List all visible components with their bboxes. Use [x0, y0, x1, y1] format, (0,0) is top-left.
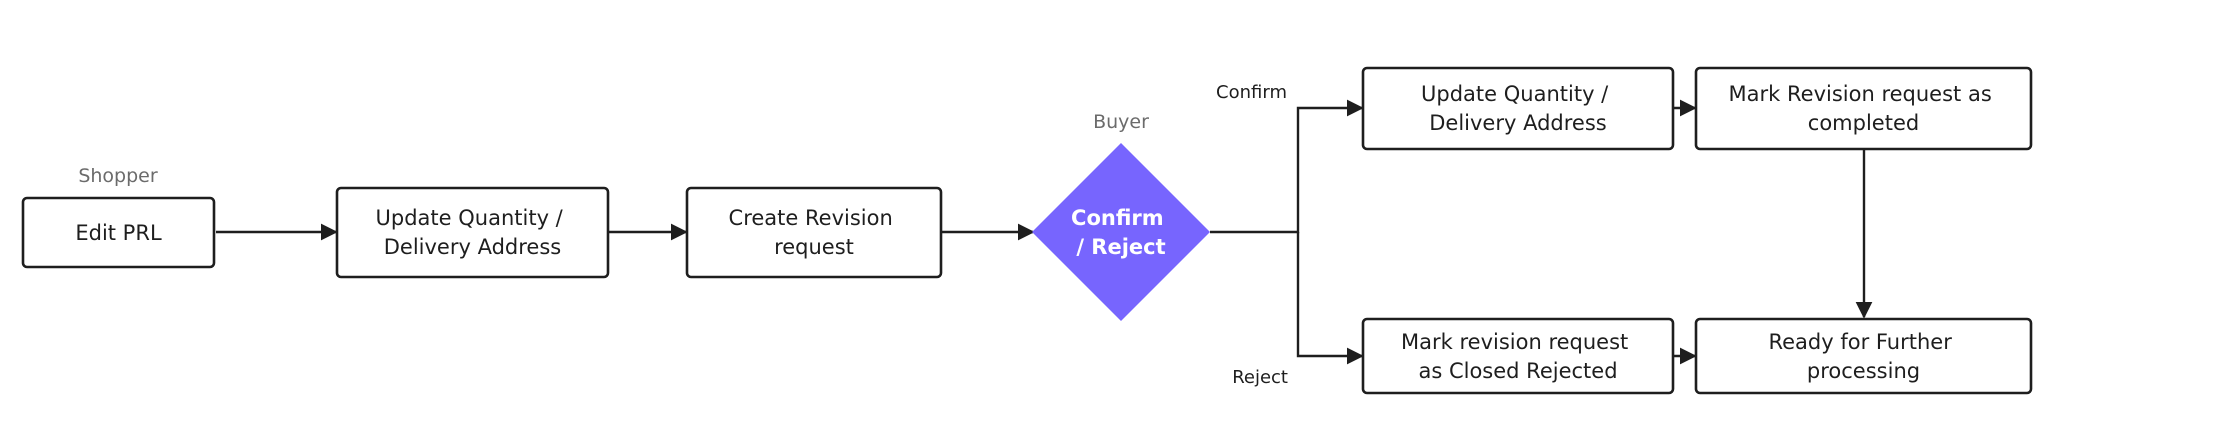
- actor-label-shopper: Shopper: [78, 165, 158, 187]
- svg-text:Create Revision request: Create Revision request: [729, 206, 900, 259]
- decision-confirm-reject: Confirm / Reject: [1032, 143, 1210, 321]
- svg-text:Update Quantity / Delive: Update Quantity / Delivery Address: [376, 206, 570, 259]
- svg-text:Confirm / Reject: Confirm / Reject: [1071, 206, 1171, 259]
- node-edit-prl: Edit PRL: [21, 196, 216, 269]
- node-mark-rejected-line-1: Mark revision request: [1401, 330, 1628, 354]
- decision-diamond-shape: [1032, 143, 1210, 321]
- svg-text:Ready for Further proces: Ready for Further processing: [1768, 330, 1958, 383]
- decision-label-line-1: Confirm: [1071, 206, 1164, 230]
- svg-text:Mark Revision request as: Mark Revision request as completed: [1729, 82, 1999, 135]
- node-update-quantity-1-line-2: Delivery Address: [384, 235, 561, 259]
- node-ready-line-1: Ready for Further: [1768, 330, 1952, 354]
- edge-decision-to-reject: [1296, 232, 1364, 365]
- node-create-revision: Create Revision request: [685, 186, 943, 279]
- node-ready-line-2: processing: [1807, 359, 1920, 383]
- node-update-quantity-2: Update Quantity / Delivery Address: [1361, 66, 1675, 151]
- decision-label-line-2: / Reject: [1076, 235, 1165, 259]
- node-update-quantity-1: Update Quantity / Delivery Address: [335, 186, 610, 279]
- node-update-quantity-1-line-1: Update Quantity /: [376, 206, 564, 230]
- node-mark-completed-line-2: completed: [1808, 111, 1919, 135]
- svg-text:Update Quantity / Delive: Update Quantity / Delivery Address: [1421, 82, 1615, 135]
- node-mark-completed: Mark Revision request as completed: [1694, 66, 2033, 151]
- node-mark-rejected: Mark revision request as Closed Rejected: [1361, 317, 1675, 395]
- node-mark-rejected-line-2: as Closed Rejected: [1418, 359, 1617, 383]
- edge-label-confirm: Confirm: [1216, 82, 1287, 103]
- actor-label-buyer: Buyer: [1093, 111, 1149, 133]
- node-create-revision-line-1: Create Revision: [729, 206, 893, 230]
- svg-text:Mark revision request as: Mark revision request as Closed Rejected: [1401, 330, 1635, 383]
- node-ready: Ready for Further processing: [1694, 317, 2033, 395]
- node-create-revision-line-2: request: [774, 235, 854, 259]
- node-edit-prl-label: Edit PRL: [75, 221, 162, 245]
- node-update-quantity-2-line-1: Update Quantity /: [1421, 82, 1609, 106]
- node-update-quantity-2-line-2: Delivery Address: [1429, 111, 1606, 135]
- edge-decision-to-confirm: [1210, 99, 1364, 234]
- edge-label-reject: Reject: [1232, 367, 1288, 388]
- node-mark-completed-line-1: Mark Revision request as: [1729, 82, 1992, 106]
